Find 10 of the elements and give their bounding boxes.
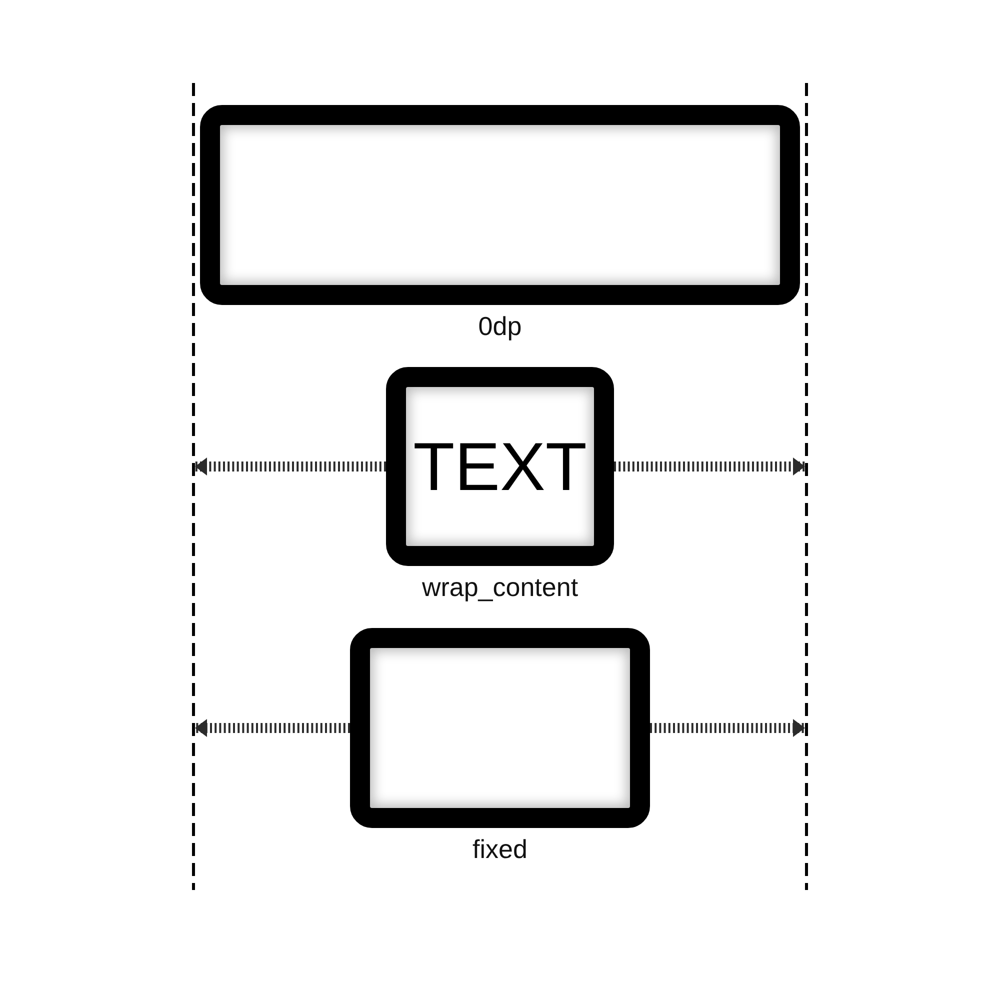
guide-line — [192, 83, 195, 890]
constraint-arrow — [195, 458, 386, 476]
guide-line — [805, 83, 808, 890]
size-caption: fixed — [472, 834, 528, 864]
constraint-arrow — [614, 458, 805, 476]
constraint-arrow — [650, 719, 805, 737]
size-caption: wrap_content — [422, 572, 578, 602]
view-text: TEXT — [413, 432, 587, 500]
constraint-arrow — [195, 719, 350, 737]
size-caption: 0dp — [478, 311, 522, 341]
